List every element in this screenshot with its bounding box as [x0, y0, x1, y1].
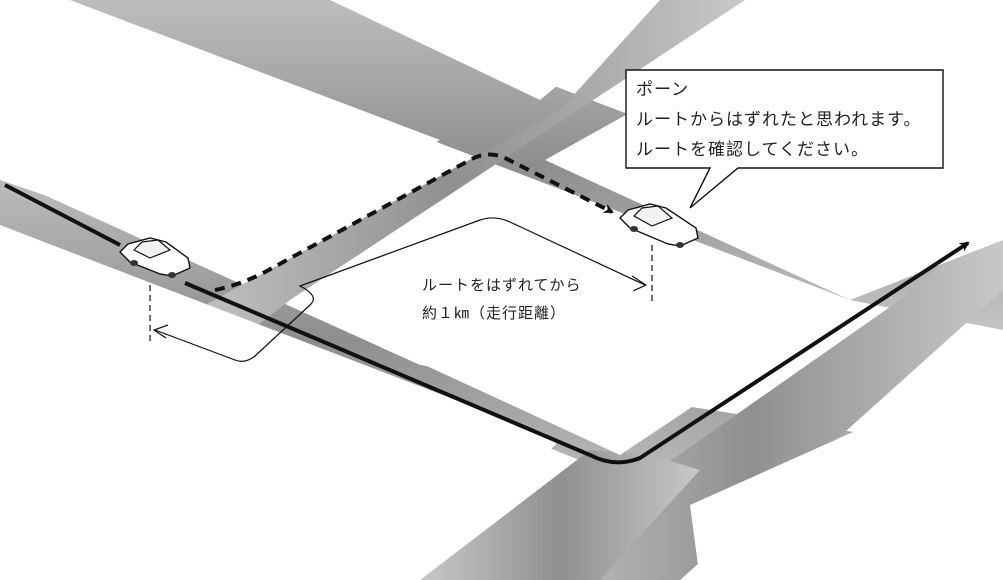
block-bottom-right — [690, 365, 1003, 580]
road-bottom-cross — [420, 450, 700, 580]
speech-bubble-outline — [625, 69, 944, 209]
block-center — [290, 192, 800, 455]
distance-bracket — [154, 217, 646, 362]
car-icon — [619, 203, 699, 248]
block-top-left — [0, 0, 440, 255]
distance-arrow-left-icon — [152, 324, 169, 339]
planned-route-line — [4, 183, 968, 465]
distance-note-line1: ルートをはずれてから — [422, 276, 582, 294]
callout-line1: ルートからはずれたと思われます。 — [636, 110, 921, 130]
speech-bubble: ポーン ルートからはずれたと思われます。 ルートを確認してください。 — [625, 69, 944, 209]
block-top-strip — [330, 0, 660, 100]
road-left-cross — [160, 0, 745, 355]
callout-line2: ルートを確認してください。 — [636, 140, 869, 160]
block-bottom-left — [0, 225, 560, 580]
distance-indicator — [149, 217, 653, 362]
distance-arrow-right-icon — [631, 275, 648, 292]
deviated-route-dashed — [214, 152, 614, 292]
car-icon — [119, 237, 191, 278]
distance-note-line2: 約１㎞（走行距離） — [422, 304, 566, 322]
callout-sound: ポーン — [636, 80, 689, 100]
